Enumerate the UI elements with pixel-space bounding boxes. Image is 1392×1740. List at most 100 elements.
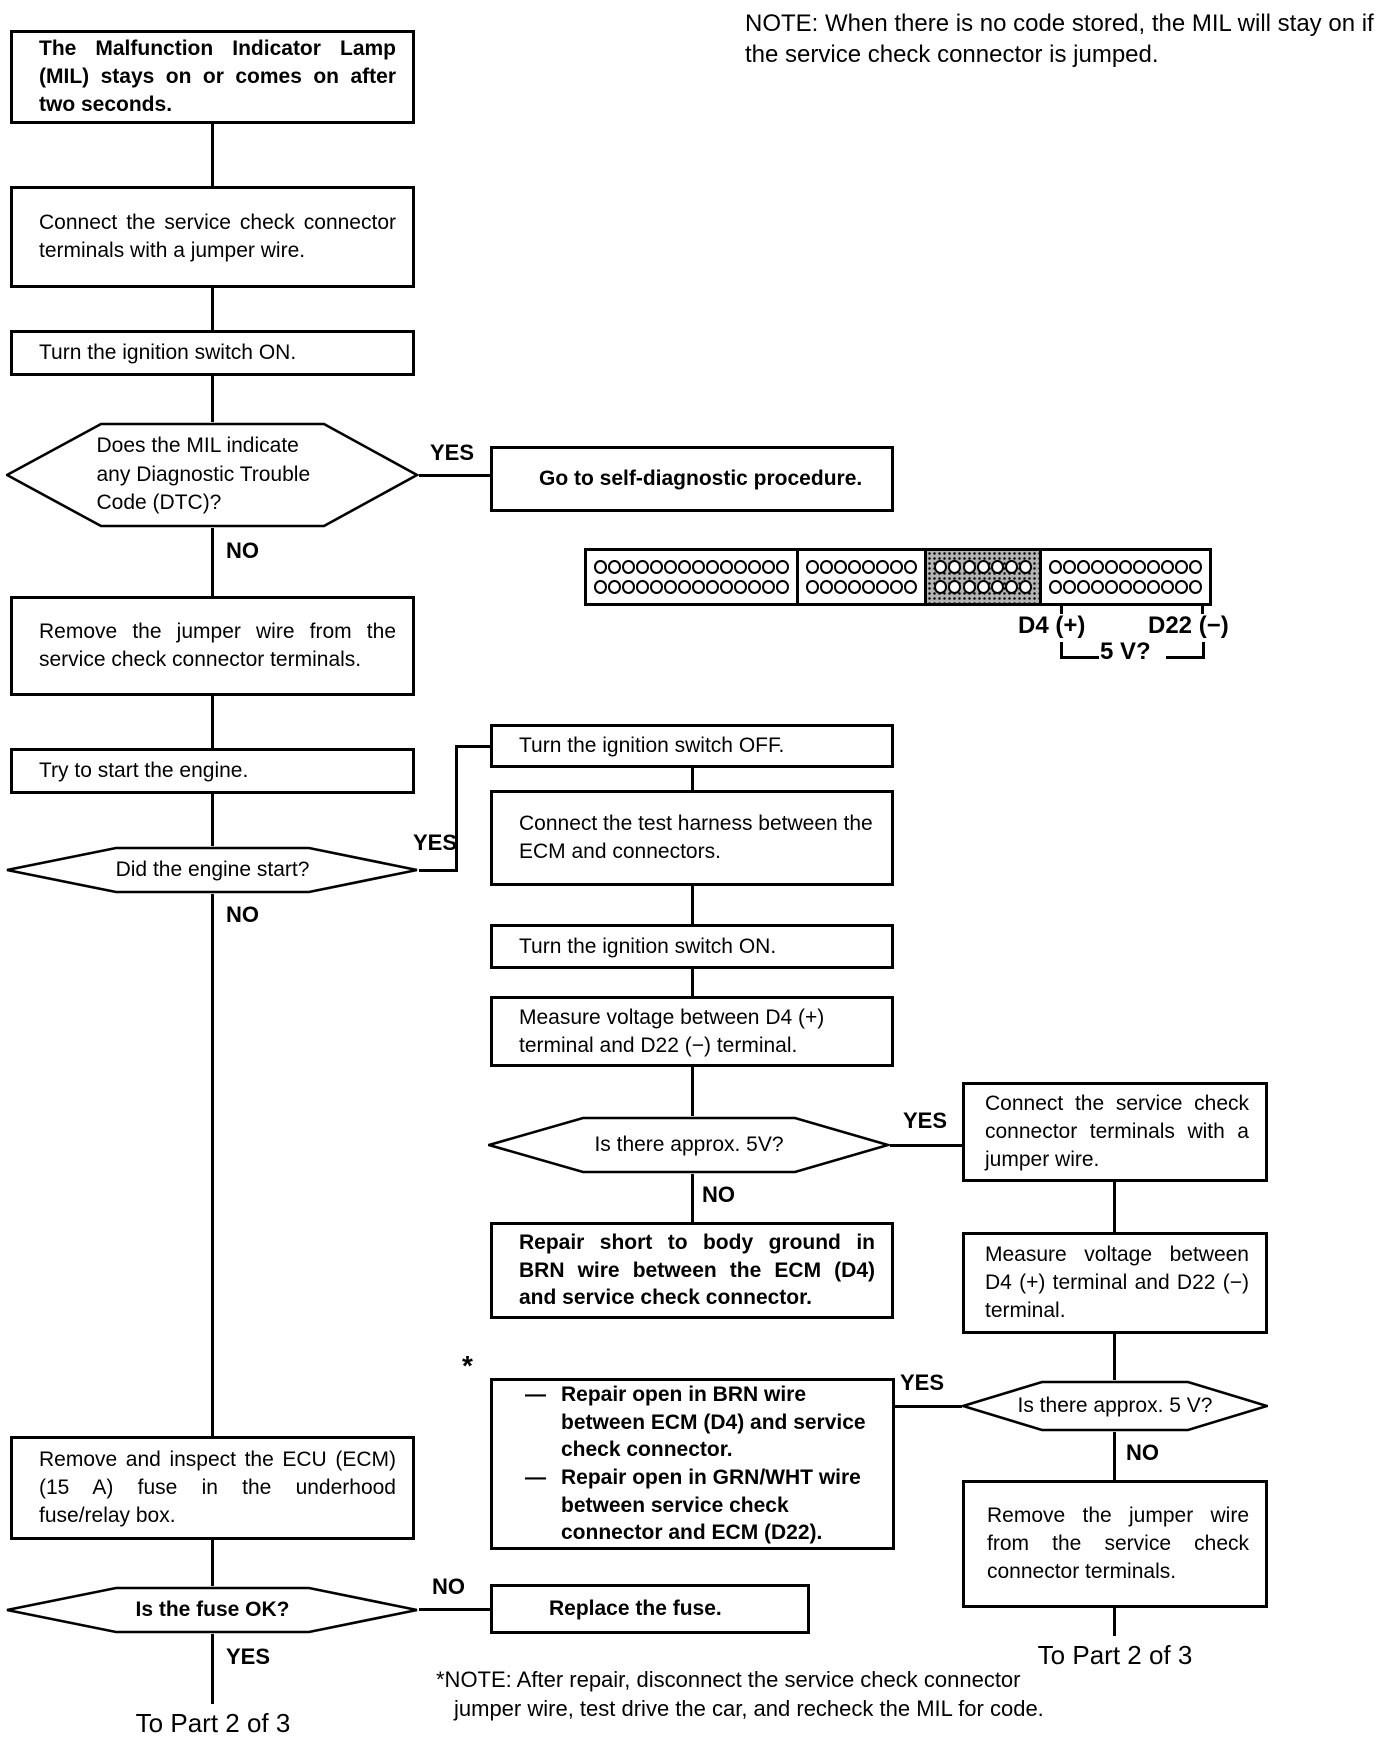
engine-start-decision: Did the engine start? xyxy=(6,846,419,894)
flow-line xyxy=(211,124,214,186)
connector-pin xyxy=(607,560,621,574)
connector-pin xyxy=(948,580,962,594)
connector-pin xyxy=(1048,580,1062,594)
connector-pin xyxy=(890,580,904,594)
repair-open-item: — Repair open in BRN wire between ECM (D… xyxy=(525,1381,876,1464)
try-start-text: Try to start the engine. xyxy=(39,759,249,783)
voltage-bracket-right xyxy=(1166,642,1205,659)
ignition-on-text-1: Turn the ignition switch ON. xyxy=(39,341,297,365)
connector-pin xyxy=(976,580,990,594)
connect-jumper-text: Connect the service check connector term… xyxy=(39,211,396,262)
connector-leader-line xyxy=(1060,604,1063,614)
ignition-on-box-2: Turn the ignition switch ON. xyxy=(490,924,894,969)
flow-line xyxy=(455,745,458,872)
flow-line xyxy=(895,1405,962,1408)
hexagon-shape xyxy=(962,1380,1268,1432)
connector-pin xyxy=(962,580,976,594)
label-yes-voltage-2: YES xyxy=(900,1370,945,1395)
connector-pin xyxy=(1132,580,1146,594)
ignition-on-box-1: Turn the ignition switch ON. xyxy=(10,330,415,376)
label-no-voltage-2: NO xyxy=(1126,1440,1159,1465)
connector-pin xyxy=(1146,560,1160,574)
connector-sections xyxy=(587,551,1209,603)
ecu-fuse-text: Remove and inspect the ECU (ECM) (15 A) … xyxy=(39,1448,396,1527)
connector-pin xyxy=(775,560,789,574)
connector-pin xyxy=(1174,580,1188,594)
connector-pin xyxy=(1004,560,1018,574)
flow-line xyxy=(211,696,214,748)
connect-jumper-box: Connect the service check connector term… xyxy=(10,186,415,288)
connector-pin xyxy=(705,580,719,594)
connector-pin xyxy=(705,560,719,574)
to-part-label-left: To Part 2 of 3 xyxy=(135,1708,291,1738)
flow-line xyxy=(419,1608,490,1611)
connector-pin xyxy=(834,560,848,574)
connector-pin xyxy=(820,580,833,594)
connector-pin xyxy=(934,580,948,594)
connector-pin xyxy=(1076,560,1090,574)
connector-pin xyxy=(1104,560,1118,574)
connector-pin xyxy=(1132,560,1146,574)
label-no-engine: NO xyxy=(226,902,259,927)
connector-pin xyxy=(733,560,747,574)
pin-label-d4: D4 (+) xyxy=(1018,612,1086,639)
connector-leader-line xyxy=(1201,604,1204,614)
hexagon-shape xyxy=(6,846,418,894)
voltage-bracket-left xyxy=(1060,642,1099,659)
connector-pin xyxy=(805,580,819,594)
top-note: NOTE: When there is no code stored, the … xyxy=(745,10,1374,69)
connector-pin xyxy=(691,580,705,594)
remove-jumper-text-2: Remove the jumper wire from the service … xyxy=(987,1504,1249,1583)
connector-pin-row xyxy=(805,560,918,574)
connector-pin xyxy=(848,580,862,594)
connector-pin xyxy=(775,580,789,594)
measure-voltage-box-2: Measure voltage between D4 (+) terminal … xyxy=(962,1232,1268,1334)
mil-dtc-decision-text: Does the MIL indicate any Diagnostic Tro… xyxy=(96,434,311,515)
connector-pin xyxy=(649,560,663,574)
fuse-ok-decision-text: Is the fuse OK? xyxy=(135,1597,290,1621)
voltage-decision-2-text: Is there approx. 5 V? xyxy=(1017,1393,1213,1417)
connector-pin-row xyxy=(934,580,1032,594)
connector-section xyxy=(924,551,1039,603)
flow-line xyxy=(890,1144,962,1147)
connector-pin xyxy=(677,560,691,574)
connector-pin xyxy=(862,580,876,594)
ecu-fuse-box: Remove and inspect the ECU (ECM) (15 A) … xyxy=(10,1436,415,1540)
connector-pin-row xyxy=(594,560,789,574)
label-yes-engine: YES xyxy=(413,830,458,855)
connector-pin xyxy=(976,560,990,574)
voltage-decision-1-text: Is there approx. 5V? xyxy=(594,1132,784,1156)
connector-pin xyxy=(663,580,677,594)
connector-pin xyxy=(677,580,691,594)
remove-jumper-box-2: Remove the jumper wire from the service … xyxy=(962,1480,1268,1608)
connector-pin xyxy=(1118,560,1132,574)
connector-pin xyxy=(663,560,677,574)
connector-pin xyxy=(1160,580,1174,594)
start-box: The Malfunction Indicator Lamp (MIL) sta… xyxy=(10,30,415,124)
flow-line xyxy=(211,1540,214,1586)
label-no-voltage-1: NO xyxy=(702,1182,735,1207)
connector-pin xyxy=(691,560,705,574)
flow-line xyxy=(691,886,694,924)
flow-line xyxy=(1113,1182,1116,1232)
to-part-label-right: To Part 2 of 3 xyxy=(1037,1640,1193,1670)
label-yes-fuse: YES xyxy=(226,1644,271,1669)
connector-pin xyxy=(990,560,1004,574)
repair-short-box: Repair short to body ground in BRN wire … xyxy=(490,1222,894,1319)
flow-line xyxy=(211,894,214,1436)
connector-pin xyxy=(862,560,876,574)
flow-line xyxy=(211,794,214,846)
connector-pin xyxy=(719,560,733,574)
connector-pin xyxy=(805,560,819,574)
connect-jumper-box-2: Connect the service check connector term… xyxy=(962,1082,1268,1182)
test-harness-text: Connect the test harness between the ECM… xyxy=(519,812,873,863)
dash-bullet: — xyxy=(525,1382,546,1406)
connector-pin xyxy=(747,560,761,574)
connector-pin-row xyxy=(805,580,918,594)
connector-pin xyxy=(1048,560,1062,574)
replace-fuse-box: Replace the fuse. xyxy=(490,1584,810,1634)
start-box-text: The Malfunction Indicator Lamp (MIL) sta… xyxy=(39,37,396,116)
measure-voltage-text-1: Measure voltage between D4 (+) terminal … xyxy=(519,1005,825,1057)
connector-pin xyxy=(948,560,962,574)
